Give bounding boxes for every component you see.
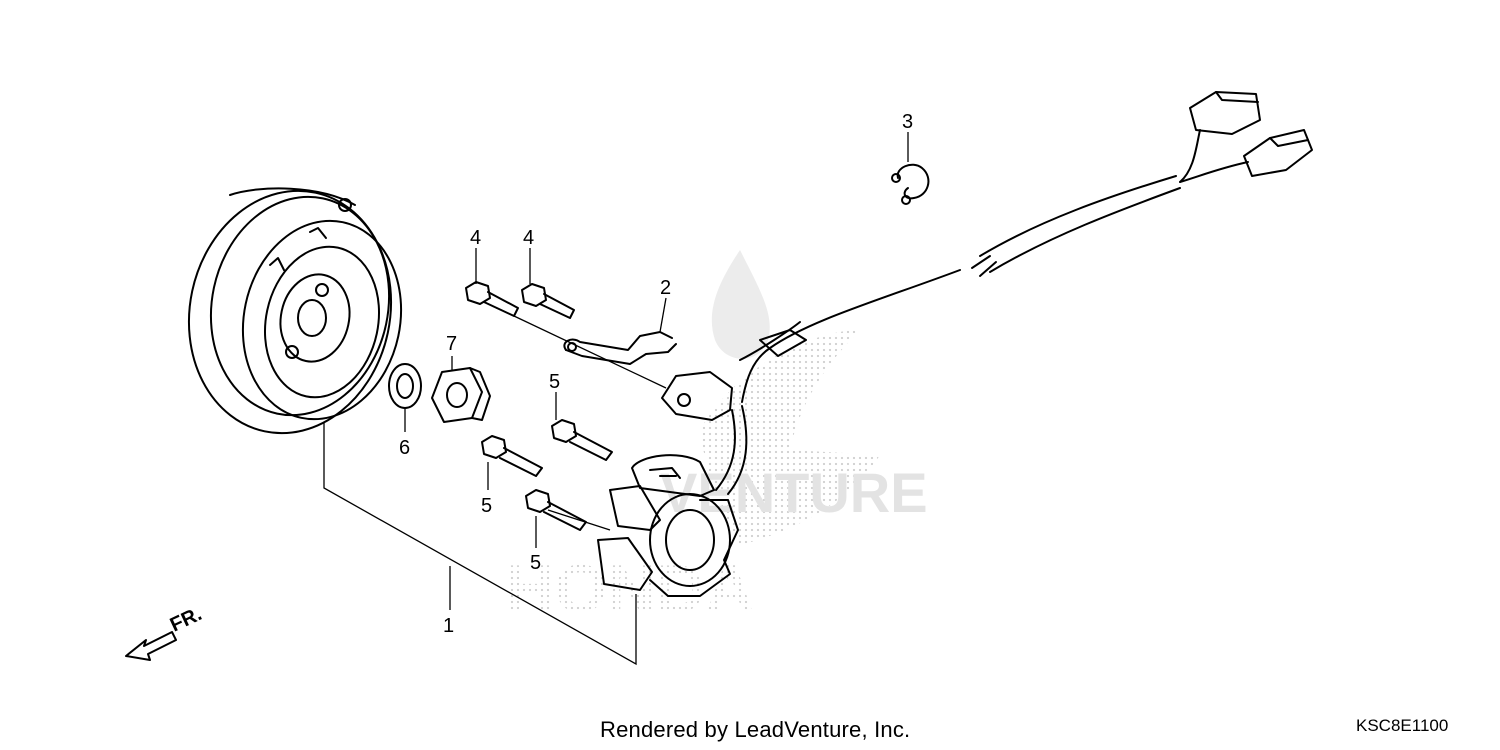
flange-nut (431, 367, 491, 423)
callout-4b: 4 (523, 227, 534, 249)
watermark-flame-icon (711, 250, 770, 359)
front-arrow-icon (125, 631, 177, 661)
callout-3: 3 (902, 111, 913, 133)
callout-5b: 5 (481, 495, 492, 517)
wire-harness (715, 129, 1249, 495)
bolt-5c (525, 489, 587, 531)
wire-clip (891, 163, 930, 205)
callout-7: 7 (446, 333, 457, 355)
stator (597, 454, 739, 597)
bolt-5a (551, 419, 613, 461)
pulser-coil (661, 371, 733, 421)
bolt-5b (481, 435, 543, 477)
callout-5a: 5 (549, 371, 560, 393)
washer (388, 363, 422, 409)
leader-lines (323, 132, 909, 666)
callout-5c: 5 (530, 552, 541, 574)
diagram-code: KSC8E1100 (1356, 716, 1449, 735)
callout-6: 6 (399, 437, 410, 459)
flywheel-rotor (187, 187, 403, 435)
bolt-4a (465, 281, 519, 317)
bolt-4b (521, 283, 575, 319)
callout-2: 2 (660, 277, 671, 299)
connector-lower (1243, 129, 1313, 177)
callout-1: 1 (443, 615, 454, 637)
callouts: 1 2 3 4 4 5 5 5 6 7 (399, 111, 913, 637)
watermark: VENTURE HONDA (505, 250, 928, 627)
watermark-overlay-text: VENTURE (660, 461, 928, 524)
connector-upper (1189, 91, 1261, 135)
callout-4a: 4 (470, 227, 481, 249)
direction-indicator: FR. (125, 603, 205, 661)
footer-credit: Rendered by LeadVenture, Inc. (600, 717, 911, 742)
watermark-wing-emblem (700, 330, 880, 545)
